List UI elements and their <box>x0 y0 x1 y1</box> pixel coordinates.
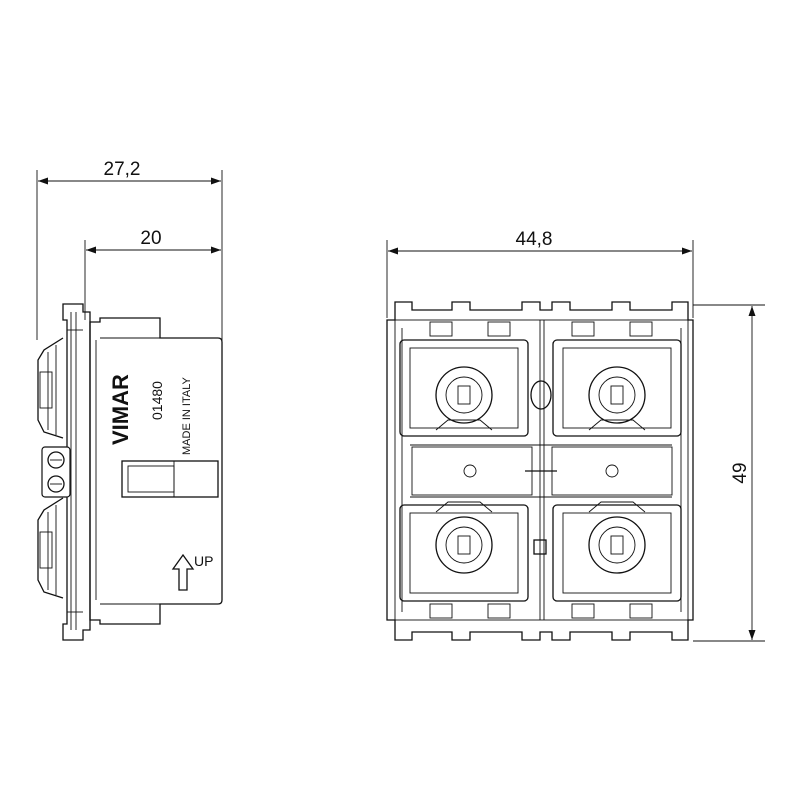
contact-unit-bottom-right <box>552 501 682 602</box>
contact-unit-bottom-left <box>399 501 529 602</box>
side-body-printing: VIMAR 01480 MADE IN ITALY <box>108 374 193 455</box>
side-mounting-frame <box>62 303 91 641</box>
origin-label: MADE IN ITALY <box>181 377 193 455</box>
width-label: 44,8 <box>516 229 553 250</box>
overall-depth-label: 27,2 <box>104 159 141 180</box>
front-outer-frame <box>386 301 694 641</box>
up-label: UP <box>194 553 213 569</box>
brand-logo: VIMAR <box>108 374 133 445</box>
up-arrow-icon <box>171 553 195 591</box>
dimension-body-depth: 20 <box>84 228 221 320</box>
dimension-height: 49 <box>693 304 765 642</box>
front-center-features <box>410 380 673 555</box>
part-number: 01480 <box>149 381 165 420</box>
height-label: 49 <box>730 462 751 483</box>
front-edge-tabs <box>429 321 653 619</box>
dimension-overall-depth: 27,2 <box>36 159 223 345</box>
side-rocker-profile <box>37 337 64 599</box>
side-terminal-screws <box>41 446 71 498</box>
body-depth-label: 20 <box>140 228 161 249</box>
side-main-body <box>89 317 223 625</box>
side-view: 27,2 20 <box>36 159 223 641</box>
contact-unit-top-left <box>399 339 529 437</box>
contact-unit-top-right <box>552 339 682 437</box>
front-view: 44,8 49 <box>386 229 765 642</box>
